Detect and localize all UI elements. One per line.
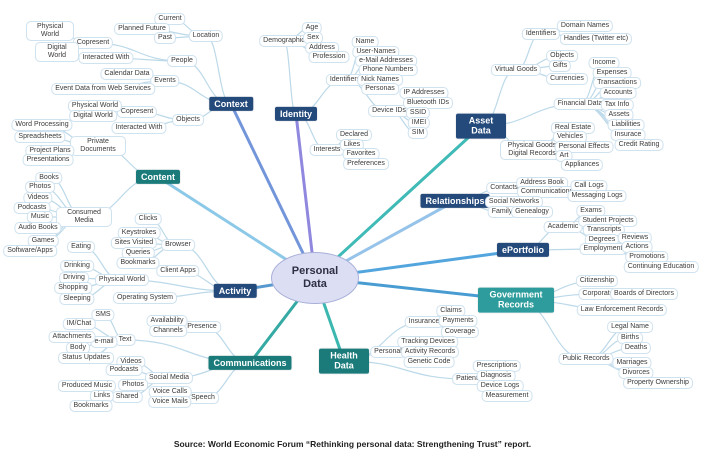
- node-podcasts-sm: Podcasts: [105, 363, 143, 377]
- node-communications: Communications: [208, 355, 292, 371]
- node-objects: Objects: [172, 113, 204, 127]
- node-audio-books: Audio Books: [14, 221, 62, 235]
- node-boards-of-directors: Boards of Directors: [610, 287, 678, 301]
- node-eating: Eating: [67, 240, 95, 254]
- node-citizenship: Citizenship: [575, 274, 619, 288]
- node-identifiers-vg: Identifiers: [521, 27, 561, 41]
- node-digital-world-co: Digital World: [69, 109, 117, 123]
- node-word-processing: Word Processing: [11, 118, 73, 132]
- node-im-chat: IM/Chat: [62, 317, 96, 331]
- source-caption: Source: World Economic Forum “Rethinking…: [173, 439, 532, 449]
- node-continuing-education: Continuing Education: [623, 260, 699, 274]
- node-insurance: Insurance: [404, 315, 444, 329]
- node-genetic-code: Genetic Code: [403, 355, 455, 369]
- node-patient: Patient: [452, 372, 482, 386]
- node-interacted-with-people: Interacted With: [78, 51, 134, 65]
- node-law-enforcement-records: Law Enforcement Records: [576, 303, 668, 317]
- node-produced-music: Produced Music: [57, 379, 117, 393]
- node-software-apps: Software/Apps: [3, 244, 57, 258]
- node-events: Events: [150, 74, 180, 88]
- node-public-records: Public Records: [558, 352, 614, 366]
- node-operating-system: Operating System: [112, 291, 178, 305]
- node-accounts: Accounts: [599, 86, 637, 100]
- node-consumed-media: Consumed Media: [56, 206, 112, 228]
- node-eportfolio: ePortfolio: [497, 242, 549, 258]
- node-preferences: Preferences: [343, 157, 389, 171]
- node-handles: Handles (Twitter etc): [559, 32, 633, 46]
- node-gifts: Gifts: [548, 59, 572, 73]
- node-contacts: Contacts: [486, 181, 522, 195]
- node-spreadsheets: Spreadsheets: [14, 130, 66, 144]
- node-clicks: Clicks: [134, 212, 162, 226]
- node-presentations: Presentations: [22, 153, 74, 167]
- node-bookmarks-shared: Bookmarks: [69, 399, 113, 413]
- node-shared: Shared: [111, 390, 143, 404]
- node-copresent-objects: Copresent: [116, 105, 158, 119]
- node-messaging-logs: Messaging Logs: [567, 189, 627, 203]
- node-interacted-with-objects: Interacted With: [111, 121, 167, 135]
- node-digital-world-cp: Digital World: [35, 41, 79, 63]
- node-location: Location: [188, 29, 224, 43]
- node-identity: Identity: [274, 106, 318, 122]
- node-transactions: Transactions: [593, 76, 641, 90]
- node-government-records: Government Records: [478, 287, 554, 313]
- node-e-mail: e-mail: [90, 335, 118, 349]
- node-personal: Personal: [370, 345, 406, 359]
- central-node-label: Personal Data: [291, 265, 339, 290]
- node-sleeping: Sleeping: [59, 292, 95, 306]
- node-liabilities: Liabilities: [607, 118, 645, 132]
- node-drinking: Drinking: [60, 259, 94, 273]
- node-imei: IMEI: [407, 116, 431, 130]
- node-corporate: Corporate: [578, 287, 618, 301]
- node-currencies: Currencies: [546, 72, 588, 86]
- node-voice-mails: Voice Mails: [148, 395, 192, 409]
- node-people: People: [167, 54, 197, 68]
- node-coverage: Coverage: [440, 325, 480, 339]
- node-virtual-goods: Virtual Goods: [490, 63, 542, 77]
- node-physical-world-cp: Physical World: [26, 20, 74, 42]
- node-sim: SIM: [407, 126, 429, 140]
- node-exams: Exams: [576, 204, 606, 218]
- node-photos-sm: Photos: [118, 378, 148, 392]
- node-demographic: Demographic: [259, 34, 309, 48]
- node-relationships: Relationships: [420, 193, 490, 209]
- node-speech: Speech: [187, 391, 219, 405]
- central-node-personal-data: Personal Data: [271, 252, 359, 304]
- node-appliances: Appliances: [560, 158, 604, 172]
- node-asset-data: Asset Data: [456, 113, 506, 139]
- node-domain-names: Domain Names: [556, 19, 614, 33]
- node-credit-rating: Credit Rating: [614, 138, 664, 152]
- node-sms: SMS: [91, 308, 115, 322]
- node-social-media: Social Media: [144, 371, 194, 385]
- node-links: Links: [89, 389, 115, 403]
- node-content: Content: [136, 169, 180, 185]
- node-health-data: Health Data: [319, 348, 369, 374]
- node-bookmarks-browser: Bookmarks: [116, 256, 160, 270]
- node-measurement: Measurement: [481, 389, 533, 403]
- node-physical-world-activity: Physical World: [94, 273, 150, 287]
- node-channels: Channels: [149, 324, 187, 338]
- node-context: Context: [209, 96, 253, 112]
- node-activity: Activity: [213, 283, 257, 299]
- node-private-documents: Private Documents: [70, 135, 126, 157]
- node-status-updates: Status Updates: [58, 351, 114, 365]
- node-text: Text: [114, 333, 136, 347]
- node-property-ownership: Property Ownership: [623, 376, 693, 390]
- node-personas: Personas: [361, 82, 399, 96]
- node-genealogy: Genealogy: [511, 205, 553, 219]
- node-academic: Academic: [543, 220, 583, 234]
- node-event-data-web: Event Data from Web Services: [51, 82, 155, 96]
- node-profession: Profession: [308, 50, 350, 64]
- node-financial-data: Financial Data: [553, 97, 607, 111]
- node-presence: Presence: [183, 320, 221, 334]
- node-browser: Browser: [161, 238, 195, 252]
- node-calendar-data: Calendar Data: [100, 67, 154, 81]
- node-current: Current: [154, 12, 186, 26]
- node-past: Past: [153, 31, 177, 45]
- node-copresent-people: Copresent: [72, 36, 114, 50]
- node-client-apps: Client Apps: [156, 264, 200, 278]
- node-deaths: Deaths: [620, 341, 652, 355]
- node-employment: Employment: [579, 242, 627, 256]
